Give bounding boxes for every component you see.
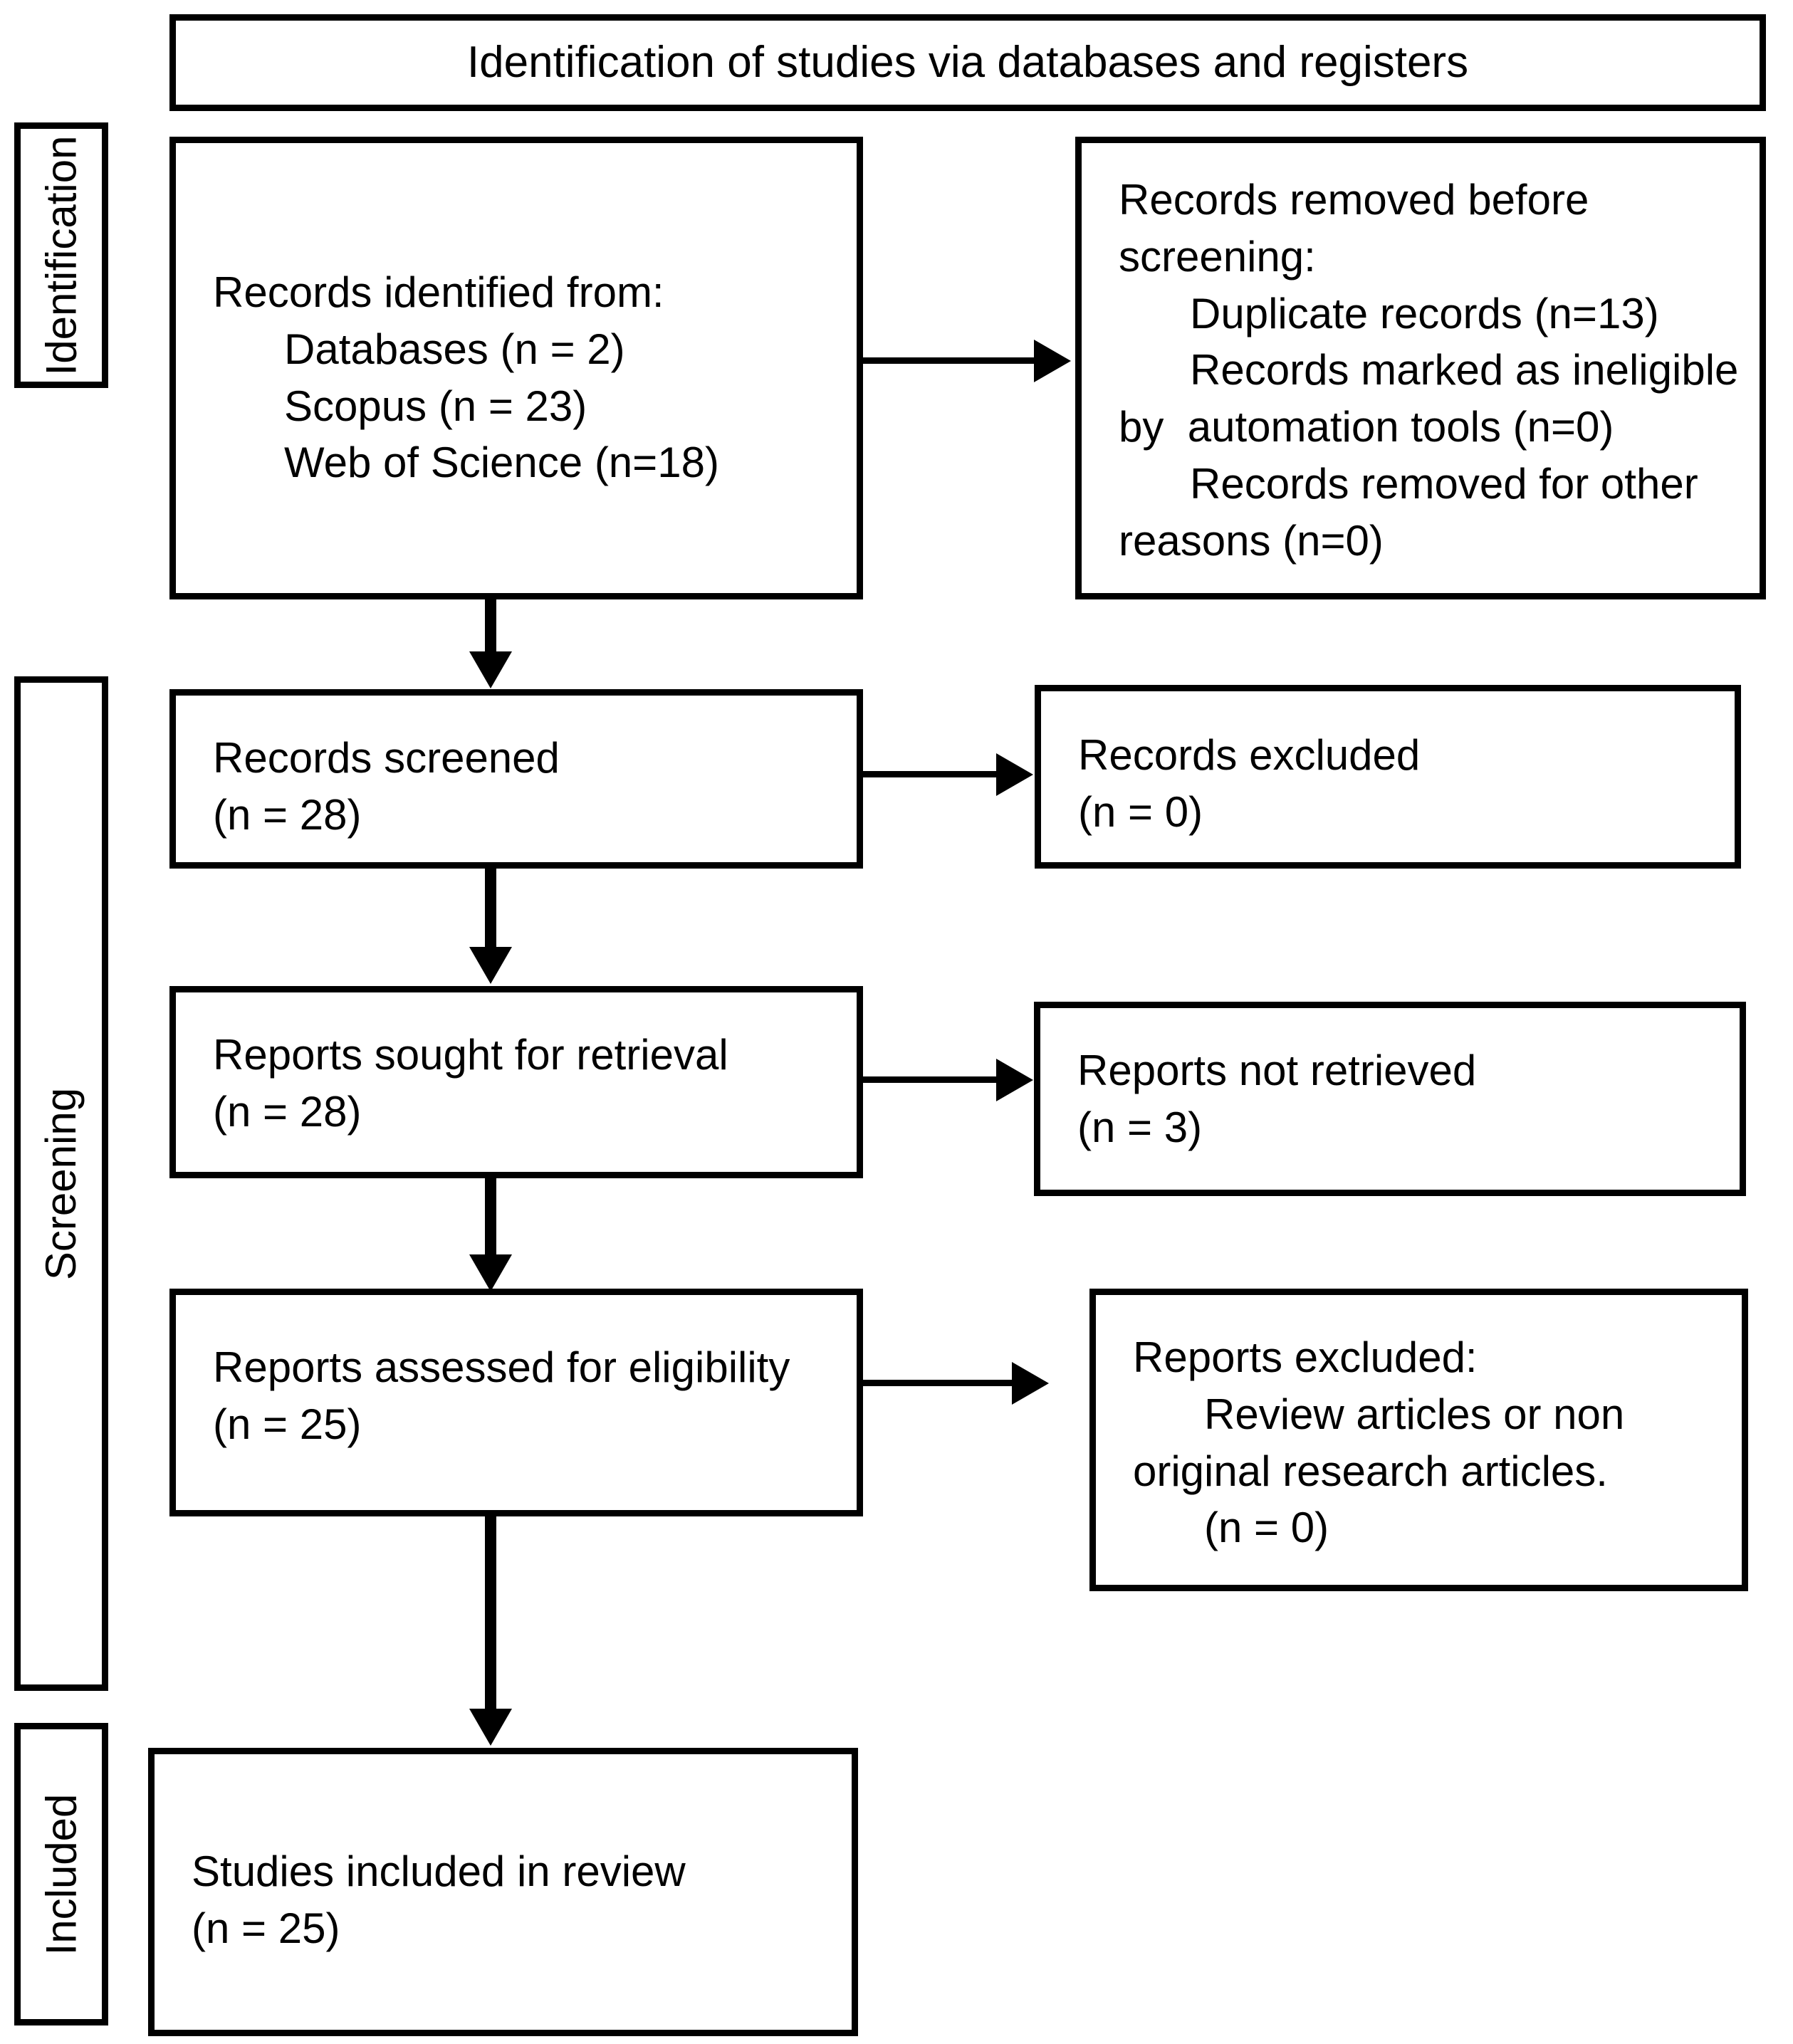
box-reports-not-retrieved-text: Reports not retrieved (n = 3) [1077, 1047, 1477, 1151]
box-reports-excluded: Reports excluded: Review articles or non… [1089, 1289, 1748, 1591]
box-records-identified-text: Records identified from: Databases (n = … [213, 268, 719, 487]
stage-label-screening: Screening [14, 676, 108, 1691]
diagram-header-box: Identification of studies via databases … [169, 14, 1766, 111]
connector-identified-to-removed [863, 357, 1034, 364]
page-title: Identification of studies via databases … [466, 37, 1469, 87]
arrowhead-assessed-to-excluded [1012, 1362, 1049, 1405]
arrowhead-screened-to-sought [469, 947, 512, 984]
box-reports-not-retrieved: Reports not retrieved (n = 3) [1034, 1002, 1746, 1196]
box-studies-included-text: Studies included in review (n = 25) [192, 1848, 686, 1952]
box-studies-included: Studies included in review (n = 25) [148, 1748, 858, 2036]
stage-label-included: Included [14, 1723, 108, 2025]
stage-label-identification-text: Identification [37, 135, 85, 375]
stage-label-identification: Identification [14, 122, 108, 388]
connector-assessed-to-excluded [863, 1380, 1014, 1386]
box-reports-excluded-text: Reports excluded: Review articles or non… [1133, 1333, 1625, 1552]
arrowhead-assessed-to-included [469, 1709, 512, 1746]
arrowhead-screened-to-excluded [996, 753, 1033, 796]
connector-sought-to-not-retrieved [863, 1076, 998, 1083]
arrowhead-sought-to-not-retrieved [996, 1059, 1033, 1101]
box-reports-sought: Reports sought for retrieval (n = 28) [169, 986, 863, 1178]
connector-screened-to-excluded [863, 771, 998, 777]
stage-label-screening-text: Screening [37, 1087, 85, 1280]
box-reports-assessed: Reports assessed for eligibility (n = 25… [169, 1289, 863, 1516]
connector-sought-to-assessed [485, 1178, 496, 1265]
arrowhead-identified-to-screened [469, 651, 512, 688]
arrowhead-sought-to-assessed [469, 1254, 512, 1291]
box-records-removed-text: Records removed before screening: Duplic… [1119, 176, 1739, 565]
box-records-screened: Records screened (n = 28) [169, 689, 863, 869]
connector-identified-to-screened [485, 599, 496, 655]
box-records-excluded: Records excluded (n = 0) [1035, 685, 1741, 869]
box-records-excluded-text: Records excluded (n = 0) [1078, 731, 1421, 836]
box-records-identified: Records identified from: Databases (n = … [169, 137, 863, 599]
arrowhead-identified-to-removed [1034, 340, 1071, 382]
stage-label-included-text: Included [37, 1793, 85, 1955]
box-reports-assessed-text: Reports assessed for eligibility (n = 25… [213, 1343, 790, 1448]
box-records-screened-text: Records screened (n = 28) [213, 734, 560, 839]
connector-screened-to-sought [485, 869, 496, 950]
box-records-removed: Records removed before screening: Duplic… [1075, 137, 1766, 599]
connector-assessed-to-included [485, 1516, 496, 1723]
box-reports-sought-text: Reports sought for retrieval (n = 28) [213, 1031, 728, 1136]
